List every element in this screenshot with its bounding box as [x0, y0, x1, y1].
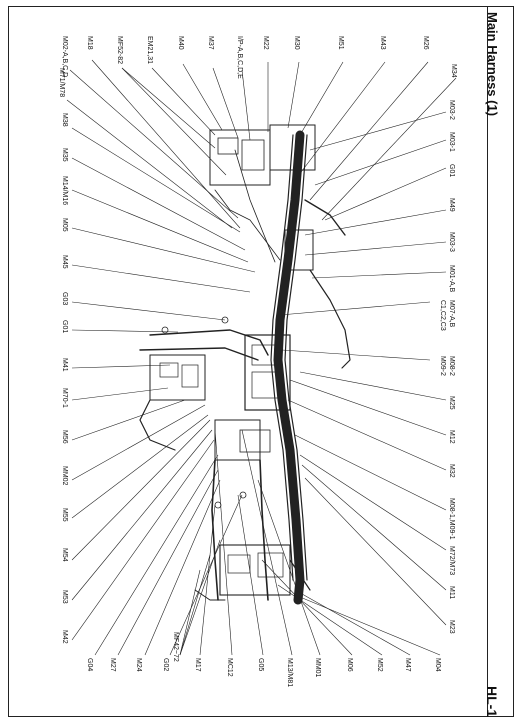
connector-label: M03-2: [448, 100, 455, 120]
connector-label: M32: [448, 464, 455, 478]
connector-label: M54: [61, 548, 68, 562]
labels-right: M03-2 M03-1 G01 M49 M03-3 M01-A,B M07-A,…: [439, 100, 455, 634]
connector-label: M51: [337, 36, 344, 50]
harness-artwork: [139, 124, 351, 605]
connector-label: M53: [61, 590, 68, 604]
connector-label: G01: [448, 164, 455, 177]
labels-top: M02-A,B,C,D M71/M78 M18 MF52-82 EM21,31 …: [58, 36, 457, 97]
connector-label: M42: [61, 630, 68, 644]
connector-label: M23: [448, 620, 455, 634]
connector-label: M12: [448, 430, 455, 444]
connector-label: M04: [434, 658, 441, 672]
connector-label: MF52-82: [116, 36, 123, 64]
connector-label: M08-2: [448, 356, 455, 376]
connector-label: M25: [448, 396, 455, 410]
connector-label: M70-1: [61, 388, 68, 408]
connector-label: M45: [61, 255, 68, 269]
connector-label: MM02: [61, 466, 68, 486]
connector-label: G02: [162, 658, 169, 671]
connector-label: M52: [376, 658, 383, 672]
connector-label: M01-A,B: [448, 265, 455, 293]
connector-label: M09-2: [439, 356, 446, 376]
connector-label: M03-3: [448, 232, 455, 252]
connector-label: M37: [207, 36, 214, 50]
connector-label: M17: [194, 658, 201, 672]
connector-label: M49: [448, 198, 455, 212]
connector-label: G01: [61, 320, 68, 333]
connector-label: MF42~72: [172, 632, 179, 662]
connector-label: M55: [61, 508, 68, 522]
connector-label: M11: [448, 586, 455, 599]
connector-label: M06: [346, 658, 353, 672]
connector-label: M40: [177, 36, 184, 50]
connector-label: M18: [86, 36, 93, 50]
connector-label: M26: [422, 36, 429, 50]
connector-label: M22: [262, 36, 269, 50]
connector-label: M43: [379, 36, 386, 50]
connector-label: M56: [61, 430, 68, 444]
connector-label: M71/M78: [58, 68, 65, 97]
connector-label: M14/M16: [61, 176, 68, 205]
connector-label: I/P-A,B,C,D,E: [236, 36, 243, 79]
connector-label: M41: [61, 358, 68, 372]
labels-left: M38 M35 M14/M16 M05 M45 G03 G01 M41 M70-…: [61, 113, 441, 687]
connector-label: M13/M81: [286, 658, 293, 687]
page-frame: [8, 6, 514, 717]
connector-label: G04: [86, 658, 93, 671]
connector-label: M07-A,B: [448, 300, 455, 328]
connector-label: C1,C2,C3: [439, 300, 446, 331]
connector-label: M05: [61, 218, 68, 232]
leader-lines: [66, 59, 457, 656]
connector-label: MC12: [226, 658, 233, 677]
connector-label: M47: [404, 658, 411, 672]
connector-label: EM21,31: [146, 36, 153, 64]
title-strip: [487, 6, 514, 717]
connector-label: M35: [61, 148, 68, 162]
connector-label: M30: [293, 36, 300, 50]
connector-label: G05: [257, 658, 264, 671]
connector-label: M72/M73: [448, 546, 455, 575]
connector-label: G03: [61, 292, 68, 305]
connector-label: M27: [109, 658, 116, 672]
connector-label: M08-1,M09-1: [448, 498, 455, 540]
connector-label: M38: [61, 113, 68, 127]
connector-label: M03-1: [448, 132, 455, 152]
connector-label: M34: [450, 64, 457, 78]
connector-label: M02-A,B,C,D: [61, 36, 68, 77]
connector-label: M24: [135, 658, 142, 672]
connector-label: MM01: [314, 658, 321, 678]
